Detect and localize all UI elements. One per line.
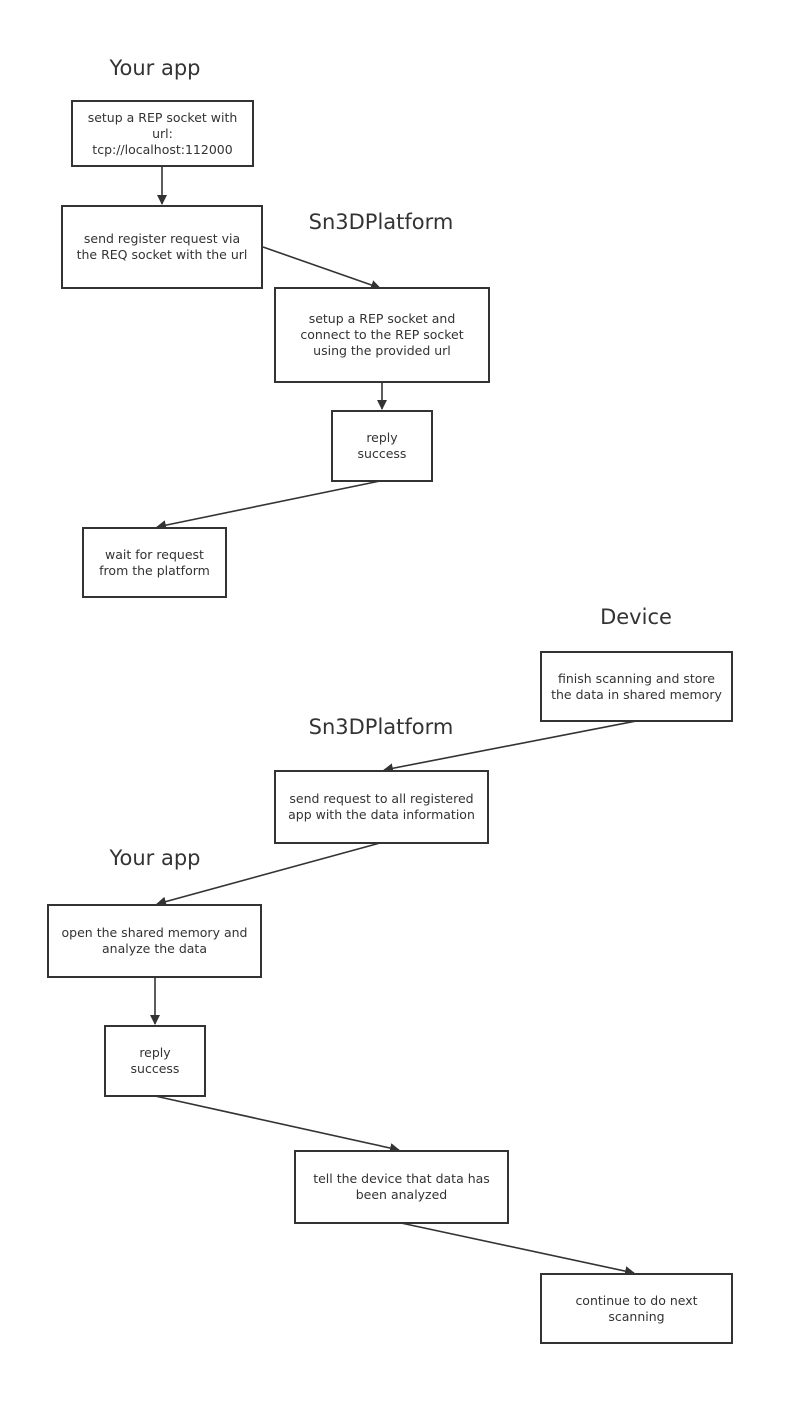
box-platform-reply-success-line-2: success	[357, 446, 407, 461]
box-app-reply-success: reply success	[104, 1025, 206, 1097]
box-tell-device-line-1: tell the device that data has	[313, 1171, 490, 1186]
heading-your-app-bottom: Your app	[109, 846, 201, 870]
arrow-reply-to-wait	[156, 480, 381, 531]
box-finish-scanning-line-1: finish scanning and store	[558, 670, 715, 686]
box-send-request-all: send request to all registered app with …	[274, 770, 489, 844]
heading-sn3dplatform-top: Sn3DPlatform	[308, 210, 454, 234]
box-wait-for-request-line-1: wait for request	[105, 546, 204, 562]
box-open-shared-memory: open the shared memory and analyze the d…	[47, 904, 262, 978]
box-platform-setup-socket-line-2: connect to the REP socket	[300, 327, 464, 342]
box-continue-scanning-line-2: scanning	[608, 1308, 665, 1324]
box-open-shared-memory-line-1: open the shared memory and	[61, 925, 248, 940]
box-send-register-request-line-2: the REQ socket with the url	[76, 247, 248, 262]
arrow-tell-device-to-continue	[400, 1222, 635, 1277]
box-send-request-all-line-2: app with the data information	[288, 807, 475, 822]
box-platform-reply-success-line-1: reply	[366, 430, 398, 445]
box-send-register-request-line-1: send register request via	[83, 231, 241, 246]
box-wait-for-request-line-2: from the platform	[99, 562, 210, 578]
box-setup-rep-socket: setup a REP socket with url: tcp://local…	[71, 100, 254, 167]
box-tell-device: tell the device that data has been analy…	[294, 1150, 509, 1224]
heading-device: Device	[600, 605, 672, 629]
box-platform-setup-socket-line-1: setup a REP socket and	[308, 311, 456, 326]
box-open-shared-memory-line-2: analyze the data	[102, 941, 207, 956]
box-send-register-request: send register request via the REQ socket…	[61, 205, 263, 289]
heading-your-app-top: Your app	[109, 56, 201, 80]
box-tell-device-line-2: been analyzed	[355, 1187, 448, 1202]
box-wait-for-request: wait for request from the platform	[82, 527, 227, 598]
arrow-device-to-send-request	[383, 720, 637, 774]
box-setup-rep-socket-line-1: setup a REP socket with	[87, 109, 238, 125]
box-platform-reply-success: reply success	[331, 410, 433, 482]
box-platform-setup-socket-line-3: using the provided url	[313, 343, 451, 358]
box-app-reply-success-line-1: reply	[139, 1045, 171, 1060]
box-finish-scanning: finish scanning and store the data in sh…	[540, 651, 733, 722]
box-finish-scanning-line-2: the data in shared memory	[551, 686, 722, 702]
box-app-reply-success-line-2: success	[130, 1061, 180, 1076]
box-setup-rep-socket-line-2: url:	[152, 125, 173, 141]
box-platform-setup-socket: setup a REP socket and connect to the RE…	[274, 287, 490, 383]
heading-sn3dplatform-bottom: Sn3DPlatform	[308, 715, 454, 739]
box-continue-scanning-line-1: continue to do next	[575, 1292, 698, 1308]
box-send-request-all-line-1: send request to all registered	[289, 791, 474, 806]
arrow-send-request-to-open-memory	[156, 842, 381, 907]
arrow-register-to-platform-setup	[262, 246, 381, 290]
arrow-reply-to-tell-device	[154, 1095, 400, 1153]
box-continue-scanning: continue to do next scanning	[540, 1273, 733, 1344]
box-setup-rep-socket-line-3: tcp://localhost:112000	[92, 141, 233, 157]
